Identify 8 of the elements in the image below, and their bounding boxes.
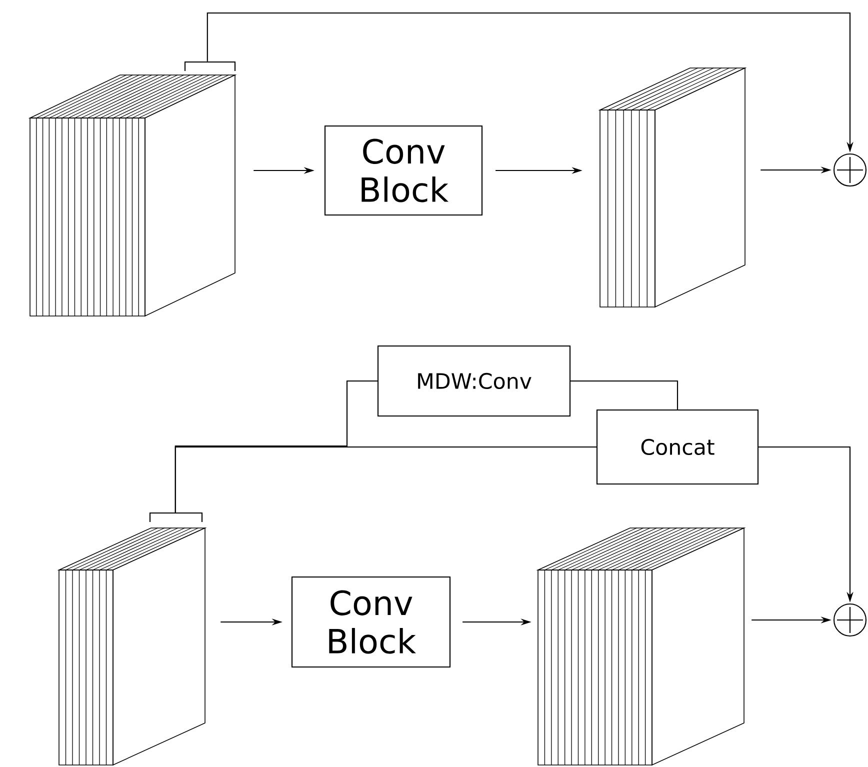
connector-line (174, 446, 596, 512)
process-box: Concat (596, 409, 759, 485)
process-box: MDW:Conv (377, 345, 571, 417)
sum-circle (833, 153, 867, 187)
process-box: Conv Block (324, 125, 483, 216)
connector-line (570, 380, 678, 410)
sum-circle (833, 603, 867, 637)
process-box: Conv Block (291, 576, 451, 668)
